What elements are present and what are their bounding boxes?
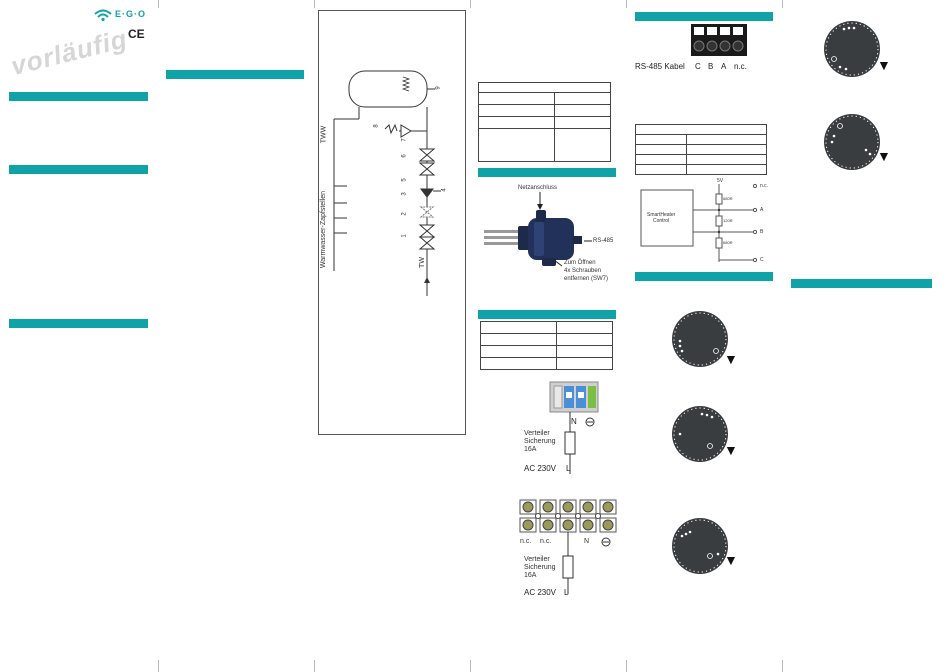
open-instruction-1: Zum Öffnen [564, 260, 596, 266]
rs485-schematic: SmartHeater Control 5V n.c. A B C 680R 1… [637, 178, 775, 264]
spec-table [478, 82, 611, 162]
rs485-pin-label: B [708, 62, 714, 71]
fuse-label-line1: Verteiler [524, 430, 550, 437]
fold-mark [470, 660, 471, 672]
wiring-diagram-2: n.c. n.c. N Verteiler Sicherung 16A AC 2… [518, 498, 618, 598]
rs485-schematic-svg [640, 183, 758, 263]
hydraulic-diagram: TWW Warmwasser-Zapfstellen TW 1 2 3 5 6 … [318, 10, 466, 435]
terminal-label: n.c. [520, 538, 532, 545]
supply-5v-label: 5V [717, 178, 724, 184]
component-number: 6 [401, 154, 408, 158]
fold-mark [158, 0, 159, 8]
device-illustration [484, 192, 592, 267]
terminal-label: N [584, 538, 590, 545]
control-dial: ▼ [670, 404, 746, 466]
fold-mark [626, 0, 627, 8]
rs485-pin-label: n.c. [734, 62, 747, 71]
wifi-logo-icon [94, 9, 112, 21]
hot-water-label: TWW [320, 125, 328, 144]
fold-mark [782, 660, 783, 672]
dial-indicator-icon: ▼ [877, 57, 891, 73]
section-heading-bar [9, 92, 148, 101]
resistor-label: 680R [723, 196, 733, 201]
dial-indicator-icon: ▼ [724, 351, 738, 367]
section-heading-bar [9, 319, 148, 328]
ce-mark: CE [128, 27, 145, 41]
fold-mark [314, 660, 315, 672]
schematic-pin-label: n.c. [760, 183, 769, 189]
device-photo: Netzanschluss RS-485 Zum Öffnen 4x Schra… [480, 182, 620, 292]
wiring-diagram-1: N Verteiler Sicherung 16A AC 230V L [492, 380, 602, 480]
control-dial: ▼ [670, 516, 746, 578]
schematic-pin-label: B [760, 229, 764, 235]
terminal-label: n.c. [540, 538, 552, 545]
fuse-label-line3: 16A [524, 446, 537, 453]
rs485-cable-label: RS-485 Kabel [635, 62, 685, 71]
control-dial: ▼ [670, 309, 746, 371]
section-heading-bar [635, 272, 773, 281]
fold-mark [782, 0, 783, 8]
phase-label: L [566, 464, 571, 473]
schematic-pin-label: A [760, 207, 764, 213]
neutral-terminal-label: N [571, 417, 577, 426]
resistor-label: 680R [723, 240, 733, 245]
control-dial: ▼ [822, 112, 898, 174]
fold-mark [314, 0, 315, 8]
component-number: 1 [401, 234, 408, 238]
phase-label: L [564, 588, 569, 597]
component-number: 8 [373, 124, 380, 128]
component-number: 3 [401, 192, 408, 196]
spec-table [635, 124, 767, 175]
dial-indicator-icon: ▼ [724, 442, 738, 458]
component-number: 9 [435, 86, 442, 90]
section-heading-bar [791, 279, 932, 288]
rs485-connector-svg [691, 24, 747, 56]
section-heading-bar [478, 310, 616, 319]
section-heading-bar [478, 168, 616, 177]
section-heading-bar [166, 70, 304, 79]
resistor-label: 120R [723, 218, 733, 223]
taps-label: Warmwasser-Zapfstellen [320, 190, 328, 269]
controller-label: Control [653, 218, 670, 224]
terminal-block-1-svg [549, 381, 599, 474]
fuse-label-line2: Sicherung [524, 564, 556, 571]
spec-table [480, 321, 613, 370]
cold-water-label: TW [418, 257, 426, 268]
section-heading-bar [635, 12, 773, 21]
terminal-block-2-svg [519, 499, 617, 594]
control-dial: ▼ [822, 19, 898, 81]
fold-mark [470, 0, 471, 8]
rs485-pin-label: A [721, 62, 727, 71]
section-heading-bar [9, 165, 148, 174]
rs485-label: RS-485 [593, 238, 614, 244]
component-number: 4 [441, 188, 448, 192]
component-number: 5 [401, 178, 408, 182]
open-instruction-3: entfernen (SW7) [564, 276, 609, 282]
hydraulic-schematic-svg [333, 70, 441, 296]
component-number: 7 [401, 138, 408, 142]
supply-voltage-label: AC 230V [524, 464, 557, 473]
fuse-label-line1: Verteiler [524, 556, 550, 563]
supply-voltage-label: AC 230V [524, 588, 557, 597]
ego-logo: E·G·O [94, 8, 154, 22]
schematic-pin-label: C [760, 257, 764, 263]
fold-mark [626, 660, 627, 672]
dial-indicator-icon: ▼ [877, 148, 891, 164]
mains-connection-label: Netzanschluss [518, 185, 558, 191]
fuse-label-line3: 16A [524, 572, 537, 579]
preliminary-watermark: vorläufig [8, 23, 131, 82]
rs485-pin-label: C [695, 62, 701, 71]
component-number: 2 [401, 212, 408, 216]
dial-indicator-icon: ▼ [724, 552, 738, 568]
fuse-label-line2: Sicherung [524, 438, 556, 445]
rs485-connector: RS-485 Kabel C B A n.c. [635, 24, 775, 74]
controller-label: SmartHeater [647, 212, 676, 218]
open-instruction-2: 4x Schrauben [564, 268, 602, 274]
fold-mark [158, 660, 159, 672]
brand-name: E·G·O [115, 9, 146, 19]
